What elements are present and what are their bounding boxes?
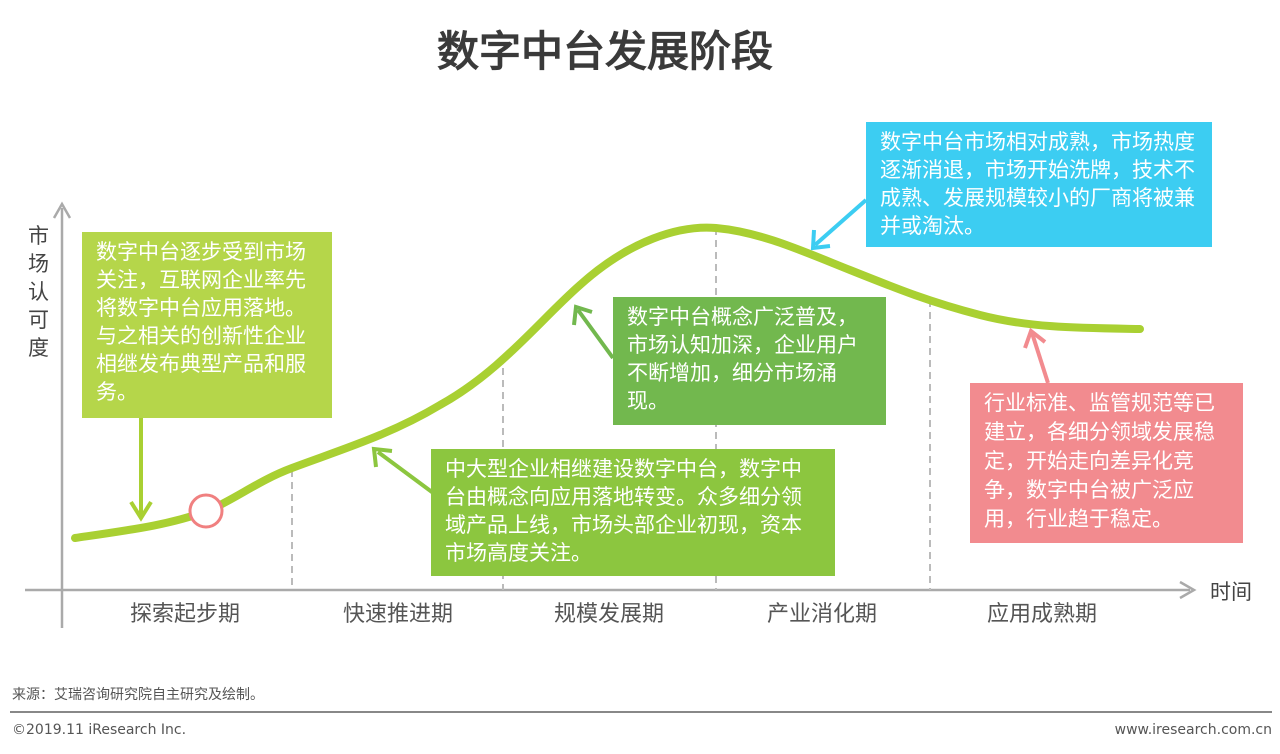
stage-label: 探索起步期 <box>129 602 240 627</box>
stage-label: 快速推进期 <box>342 602 453 627</box>
y-axis-arrow-icon <box>52 201 72 219</box>
callout-pointer <box>813 198 868 247</box>
x-axis-label: 时间 <box>1210 580 1252 604</box>
source-note: 来源：艾瑞咨询研究院自主研究及绘制。 <box>12 687 264 703</box>
callout-industry-digestion: 数字中台市场相对成熟，市场热度逐渐消退，市场开始洗牌，技术不成熟、发展规模较小的… <box>866 122 1212 247</box>
callout-scale-development: 数字中台概念广泛普及，市场认知加深，企业用户不断增加，细分市场涌现。 <box>613 297 886 425</box>
stage-label: 规模发展期 <box>553 602 664 627</box>
callout-rapid-growth: 中大型企业相继建设数字中台，数字中台由概念向应用落地转变。众多细分领域产品上线，… <box>431 449 835 576</box>
copyright: ©2019.11 iResearch Inc. <box>12 722 187 738</box>
arrowhead-icon <box>1023 327 1047 349</box>
y-axis-label: 市场认可度 <box>28 224 49 360</box>
arrowhead-icon <box>371 446 393 468</box>
callout-pointer <box>376 450 442 500</box>
callout-pointer <box>576 308 615 360</box>
website-link[interactable]: www.iresearch.com.cn <box>1114 722 1272 738</box>
arrowhead-icon <box>129 500 153 522</box>
footer-divider <box>10 711 1272 713</box>
arrowhead-icon <box>810 229 831 251</box>
callout-exploration: 数字中台逐步受到市场关注，互联网企业率先将数字中台应用落地。与之相关的创新性企业… <box>82 232 332 418</box>
start-point-marker <box>188 493 224 529</box>
adoption-curve <box>71 223 1144 542</box>
stage-label: 应用成熟期 <box>986 602 1097 627</box>
stage-label: 产业消化期 <box>766 602 877 627</box>
callout-maturity: 行业标准、监管规范等已建立，各细分领域发展稳定，开始走向差异化竞争，数字中台被广… <box>970 383 1243 543</box>
page-title: 数字中台发展阶段 <box>436 27 773 76</box>
arrowhead-icon <box>572 304 593 326</box>
callout-pointer <box>1030 332 1050 384</box>
x-axis-arrow-icon <box>1179 580 1197 600</box>
